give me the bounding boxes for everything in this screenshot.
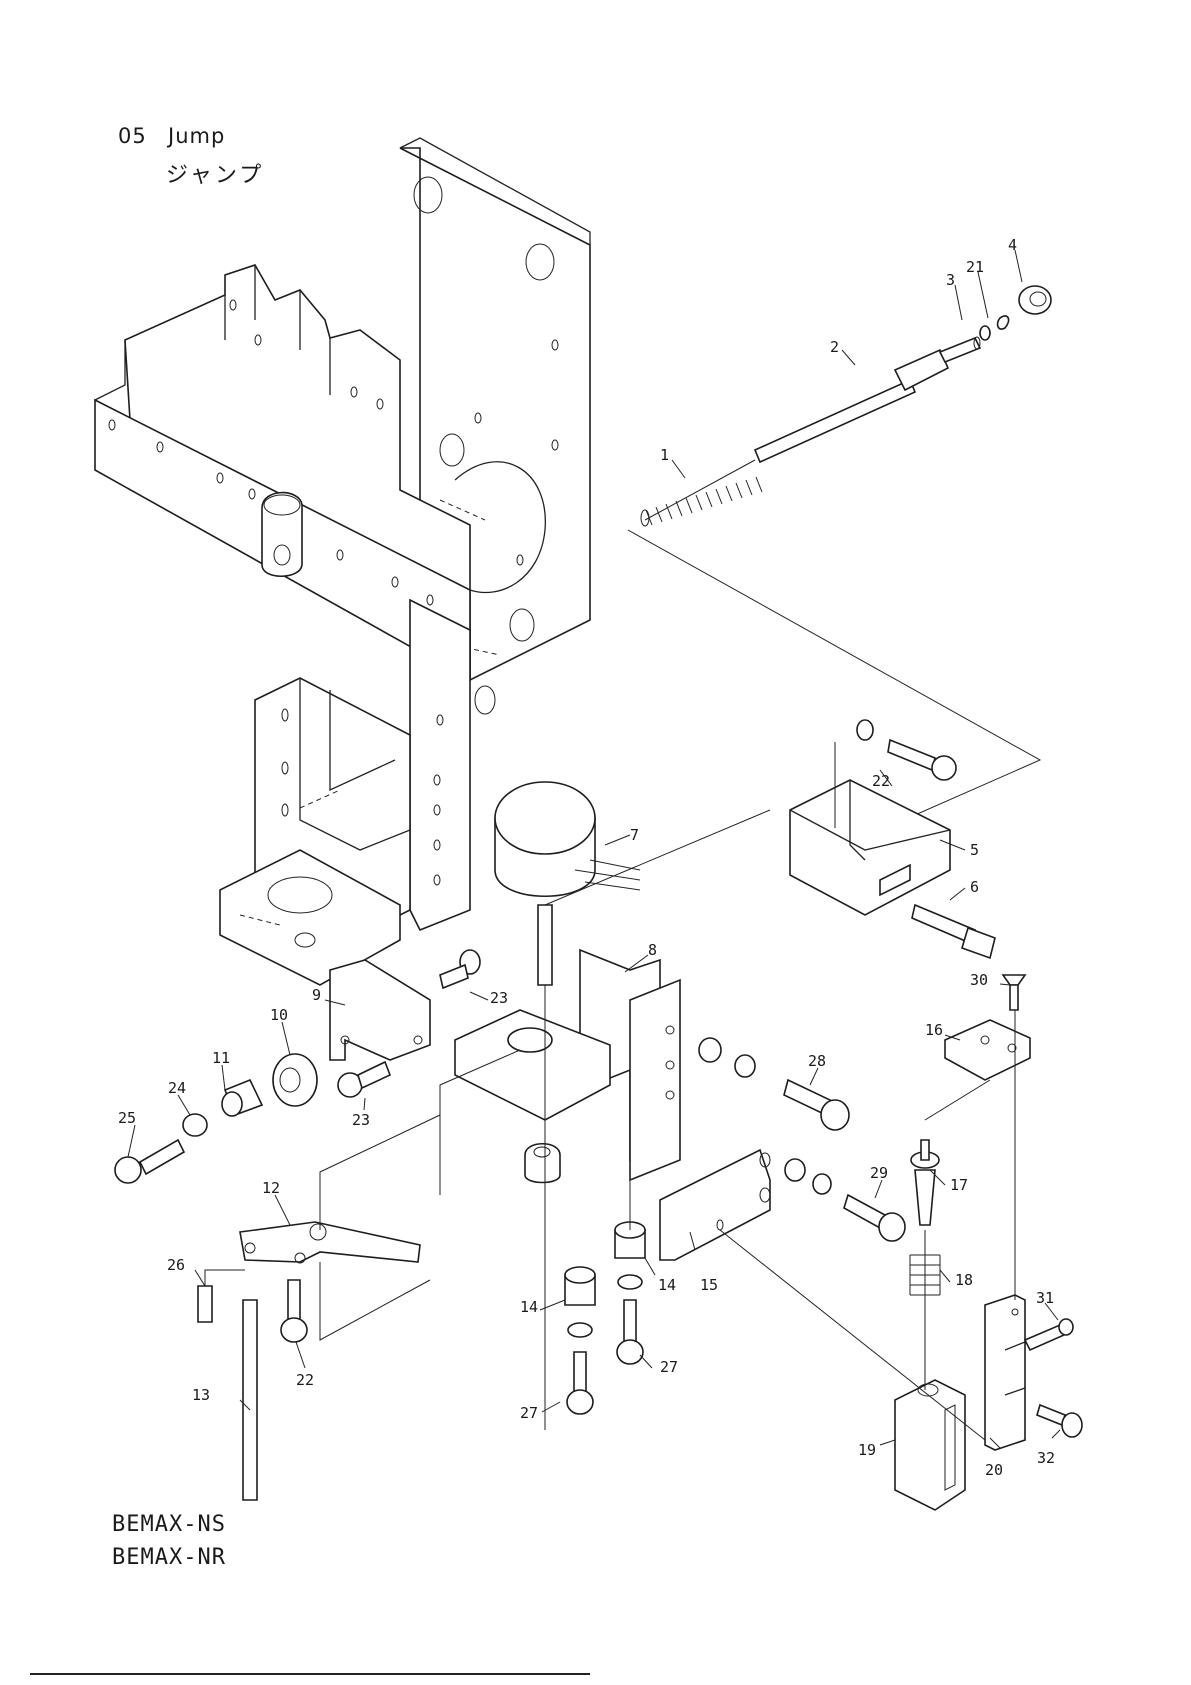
lever-part-12 xyxy=(240,1222,420,1263)
screw-part-28 xyxy=(699,1038,849,1130)
callout-10: 10 xyxy=(270,1006,288,1024)
callout-19: 19 xyxy=(858,1441,876,1459)
callout-1: 1 xyxy=(660,446,669,464)
callout-11: 11 xyxy=(212,1049,230,1067)
callout-22-lower: 22 xyxy=(296,1371,314,1389)
callout-28: 28 xyxy=(808,1052,826,1070)
callout-4: 4 xyxy=(1008,236,1017,254)
model-name-nr: BEMAX-NR xyxy=(112,1545,226,1570)
screw-part-27-right xyxy=(617,1300,643,1364)
screw-part-23-lower xyxy=(338,1062,390,1097)
screw-part-31 xyxy=(1025,1319,1073,1350)
bracket-part-8 xyxy=(455,950,680,1183)
shaft-assembly xyxy=(628,286,1051,848)
screw-part-22-upper xyxy=(857,720,956,780)
screw-part-32 xyxy=(1037,1405,1082,1437)
clip-part-21 xyxy=(998,316,1009,329)
callout-26: 26 xyxy=(167,1256,185,1274)
callout-30: 30 xyxy=(970,971,988,989)
callout-22-upper: 22 xyxy=(872,772,890,790)
callout-18: 18 xyxy=(955,1271,973,1289)
screw-part-23-upper xyxy=(440,950,480,988)
solenoid-part-7 xyxy=(495,782,640,985)
callout-2: 2 xyxy=(830,338,839,356)
callout-6: 6 xyxy=(970,878,979,896)
ring-part-3 xyxy=(980,326,990,340)
collar-part-11 xyxy=(222,1080,262,1116)
spring-part-1 xyxy=(641,460,762,526)
callout-20: 20 xyxy=(985,1461,1003,1479)
callout-21: 21 xyxy=(966,258,984,276)
callout-23-upper: 23 xyxy=(490,989,508,1007)
knob-part-4 xyxy=(1019,286,1051,314)
holder-part-19 xyxy=(895,1380,965,1510)
callout-12: 12 xyxy=(262,1179,280,1197)
callout-9: 9 xyxy=(312,986,321,1004)
callout-14-right: 14 xyxy=(658,1276,676,1294)
callout-23-lower: 23 xyxy=(352,1111,370,1129)
shaft-part-2 xyxy=(755,380,915,462)
pin-part-26 xyxy=(198,1286,212,1322)
callout-31: 31 xyxy=(1036,1289,1054,1307)
callout-29: 29 xyxy=(870,1164,888,1182)
callout-15: 15 xyxy=(700,1276,718,1294)
callout-32: 32 xyxy=(1037,1449,1055,1467)
arm-part-9 xyxy=(330,960,430,1060)
bushing-part-14-right xyxy=(615,1222,645,1289)
footer-rule xyxy=(30,1673,590,1675)
callout-8: 8 xyxy=(648,941,657,959)
callout-25: 25 xyxy=(118,1109,136,1127)
screw-part-27-left xyxy=(567,1352,593,1414)
callout-24: 24 xyxy=(168,1079,186,1097)
plate-part-16 xyxy=(945,1020,1030,1080)
callout-3: 3 xyxy=(946,271,955,289)
screw-part-6 xyxy=(912,905,995,958)
callout-5: 5 xyxy=(970,841,979,859)
callout-16: 16 xyxy=(925,1021,943,1039)
callout-7: 7 xyxy=(630,826,639,844)
callout-14-left: 14 xyxy=(520,1298,538,1316)
nut-part-24 xyxy=(183,1114,207,1136)
screw-part-22-lower xyxy=(281,1280,307,1342)
callout-27-left: 27 xyxy=(520,1404,538,1422)
plate-part-15 xyxy=(660,1150,770,1260)
rod-part-13 xyxy=(243,1300,257,1500)
bushing-part-14-left xyxy=(565,1267,595,1337)
screw-part-30 xyxy=(1003,975,1025,1010)
callout-17: 17 xyxy=(950,1176,968,1194)
callout-27-right: 27 xyxy=(660,1358,678,1376)
plunger-part-17 xyxy=(911,1140,939,1225)
callout-13: 13 xyxy=(192,1386,210,1404)
bolt-part-25 xyxy=(115,1140,184,1183)
model-name-ns: BEMAX-NS xyxy=(112,1512,226,1537)
bracket-part-20 xyxy=(985,1295,1025,1450)
